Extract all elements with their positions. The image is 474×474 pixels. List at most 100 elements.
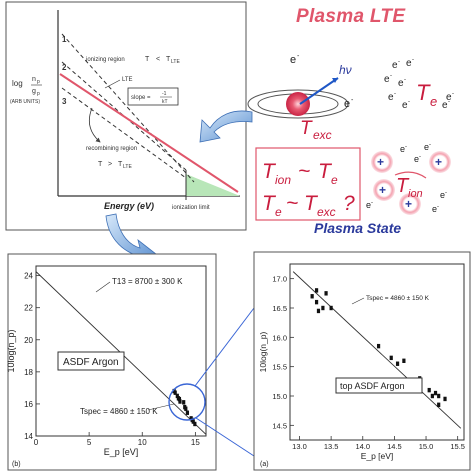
recomb-cond-t: T (98, 161, 103, 168)
svg-text:-: - (351, 97, 354, 104)
data-point (182, 400, 186, 405)
br-frame (253, 251, 471, 471)
y-tick-label: 22 (24, 304, 33, 313)
free-e: e (406, 58, 412, 69)
eq2-sub1: e (275, 205, 282, 219)
free-e: e (384, 74, 390, 85)
eq1-rel: ~ (298, 160, 310, 183)
ion-3 (373, 179, 395, 201)
hv-label: hν (339, 63, 352, 77)
x-tick-label: 10 (138, 438, 147, 447)
slope-den: kT (162, 99, 168, 105)
ylabel-units: (ARB UNITS) (10, 99, 40, 105)
svg-text:-: - (437, 204, 439, 210)
x-tick-label: 13.0 (292, 442, 307, 451)
eq2-t1: T (262, 192, 277, 215)
x-tick-label: 14.0 (355, 442, 370, 451)
y-axis-label: 10log(n_p) (6, 329, 16, 372)
free-electrons: e- e- e- e- e- e- e- e- T e (384, 57, 454, 111)
mark-1: 1 (62, 35, 67, 44)
ionizing-region-label: ionizing region (86, 57, 125, 63)
plasma-lte-title: Plasma LTE (296, 6, 406, 27)
y-tick-label: 16.5 (272, 304, 287, 313)
atom-illustration: hν e - e - T exc (247, 53, 354, 142)
ion-curl (394, 171, 427, 179)
svg-text:-: - (419, 154, 421, 160)
zoom-line-top (194, 307, 255, 387)
data-point (193, 421, 197, 427)
te-t: T (416, 80, 431, 105)
equation-frame (255, 147, 361, 221)
top-xlabel: Energy (eV) (104, 201, 154, 211)
ylabel-den-sub: p (37, 91, 40, 97)
x-tick-label: 15.5 (450, 442, 465, 451)
ylabel-log: log (12, 79, 23, 88)
data-point (178, 399, 182, 404)
data-point (184, 406, 188, 411)
ionizing-cond-tlte: T (166, 56, 171, 63)
svg-text:-: - (405, 144, 407, 150)
svg-text:-: - (448, 99, 450, 105)
plot-area (35, 265, 207, 437)
bl-annotation-1: T13 = 8700 ± 300 K (112, 277, 183, 286)
free-e: e (446, 92, 452, 103)
recomb-arrow (88, 107, 101, 143)
data-point (433, 390, 438, 396)
x-tick-label: 15 (191, 438, 200, 447)
y-tick-label: 14.5 (272, 421, 287, 430)
plasma-state-label: Plasma State (314, 220, 402, 236)
svg-text:-: - (297, 53, 300, 60)
ylabel-num-sub: p (37, 79, 40, 85)
lte-line (59, 73, 239, 193)
x-axis-label: E_p [eV] (104, 447, 139, 457)
svg-text:+: + (405, 197, 412, 211)
eq1-t1: T (262, 160, 277, 183)
slope-box (127, 87, 179, 106)
data-point (310, 294, 314, 299)
tion-t: T (396, 175, 410, 197)
svg-text:-: - (408, 99, 410, 105)
svg-text:-: - (429, 142, 431, 148)
eq1-sub1: ion (275, 173, 291, 187)
svg-text:+: + (435, 155, 442, 169)
ionizing-cond-sub: LTE (171, 59, 180, 65)
br-legend-text: top ASDF Argon (340, 381, 405, 391)
texc-sub: exc (313, 128, 332, 142)
ion-e: e (414, 154, 419, 164)
recomb-cond-rel: > (108, 161, 112, 168)
data-point (402, 358, 406, 363)
data-point (443, 396, 447, 402)
data-point (324, 291, 328, 296)
x-tick-label: 13.5 (324, 442, 339, 451)
y-tick-label: 15.0 (272, 392, 287, 401)
ionizing-cond-rel: < (156, 56, 160, 63)
y-tick-label: 24 (24, 272, 33, 281)
svg-text:-: - (445, 190, 447, 196)
ionizing-cond-t: T (145, 56, 150, 63)
recomb-cond-sub: LTE (123, 164, 132, 170)
y-tick-label: 18 (24, 368, 33, 377)
nucleus (286, 92, 310, 116)
data-point (437, 402, 441, 407)
data-point (185, 410, 190, 415)
br-panel-label: (a) (260, 461, 269, 468)
ion-4 (399, 193, 421, 215)
ion-e: e (366, 200, 371, 210)
free-e: e (398, 78, 404, 89)
svg-text:+: + (377, 155, 384, 169)
data-point (376, 343, 381, 349)
svg-text:-: - (452, 91, 454, 97)
bl-annotation-2: Tspec = 4860 ± 150 K (80, 407, 158, 416)
svg-text:-: - (394, 91, 396, 97)
eq1-t2: T (318, 160, 333, 183)
data-point (314, 288, 319, 293)
x-tick-label: 0 (34, 438, 39, 447)
br-legend-box (335, 377, 423, 394)
data-point (316, 308, 321, 314)
equation-box: T ion ~ T e T e ~ T exc ? (255, 147, 361, 221)
eq2-q: ? (343, 192, 355, 215)
